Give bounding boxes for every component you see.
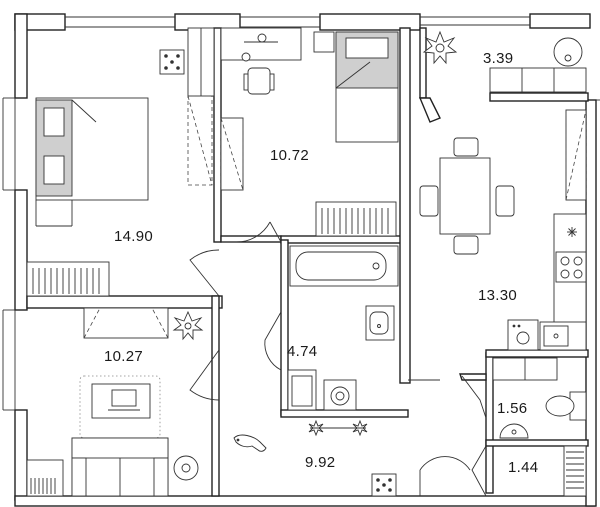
area-label-bedroom-large: 14.90: [114, 228, 153, 245]
bathroom: [287, 245, 399, 411]
plant-icon: [172, 310, 204, 341]
area-label-toilet: 1.56: [497, 400, 527, 417]
room-bottom-left: [26, 307, 204, 497]
plant-icon: [422, 30, 458, 65]
area-label-storage: 1.44: [508, 459, 538, 476]
area-label-balcony: 3.39: [483, 50, 513, 67]
area-label-bedroom-small: 10.72: [270, 147, 309, 164]
area-label-kitchen-living: 13.30: [478, 287, 517, 304]
area-labels: 14.90 10.72 3.39 13.30 4.74 9.92 10.27 1…: [104, 50, 538, 476]
walls: [2, 13, 600, 507]
fan-icon: [567, 227, 577, 237]
area-label-hallway: 9.92: [305, 454, 335, 471]
balcony: [422, 30, 587, 93]
area-label-bathroom: 4.74: [287, 343, 317, 360]
toilet: [492, 357, 587, 439]
area-label-room-bottom-left: 10.27: [104, 348, 143, 365]
bedroom-large: [26, 27, 215, 297]
bedroom-small: [220, 27, 399, 237]
kitchen-living: [419, 109, 587, 351]
storage: [563, 445, 587, 497]
doors: [189, 221, 487, 497]
hallway: [233, 419, 397, 497]
dog-icon: [233, 434, 267, 452]
